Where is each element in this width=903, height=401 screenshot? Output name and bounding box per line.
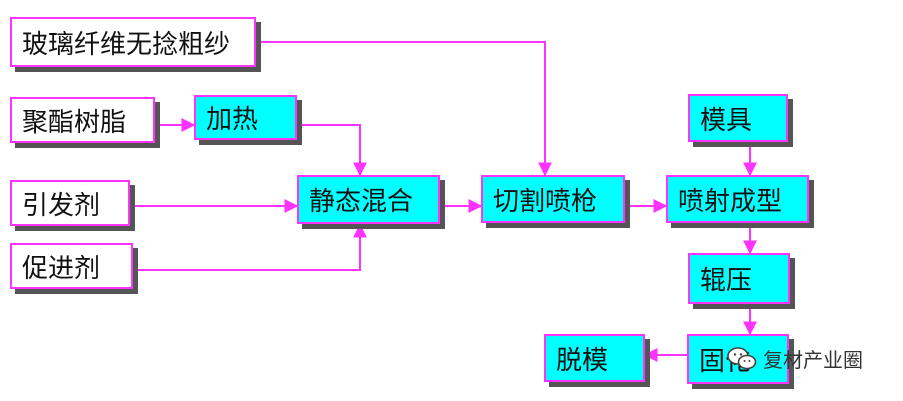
node-static-mixing: 静态混合 (297, 175, 440, 224)
node-mold: 模具 (688, 94, 788, 142)
edge-heating-to-mixer (297, 124, 367, 177)
node-cut-spray-gun: 切割喷枪 (481, 175, 625, 223)
wechat-icon (727, 346, 757, 369)
node-glass-fiber: 玻璃纤维无捻粗纱 (10, 17, 256, 67)
watermark: 复材产业圈 (727, 344, 863, 373)
node-heating: 加热 (194, 95, 297, 140)
node-rolling: 辊压 (688, 253, 790, 304)
node-accelerator: 促进剂 (10, 243, 133, 289)
node-demolding: 脱模 (544, 334, 645, 382)
edge-accelerator-to-mixer (133, 223, 367, 271)
node-initiator: 引发剂 (10, 180, 130, 226)
node-spray-forming: 喷射成型 (666, 175, 809, 223)
node-polyester-resin: 聚酯树脂 (10, 97, 155, 143)
edge-glass-fiber-to-spray-gun (256, 41, 552, 177)
watermark-text: 复材产业圈 (763, 348, 863, 372)
